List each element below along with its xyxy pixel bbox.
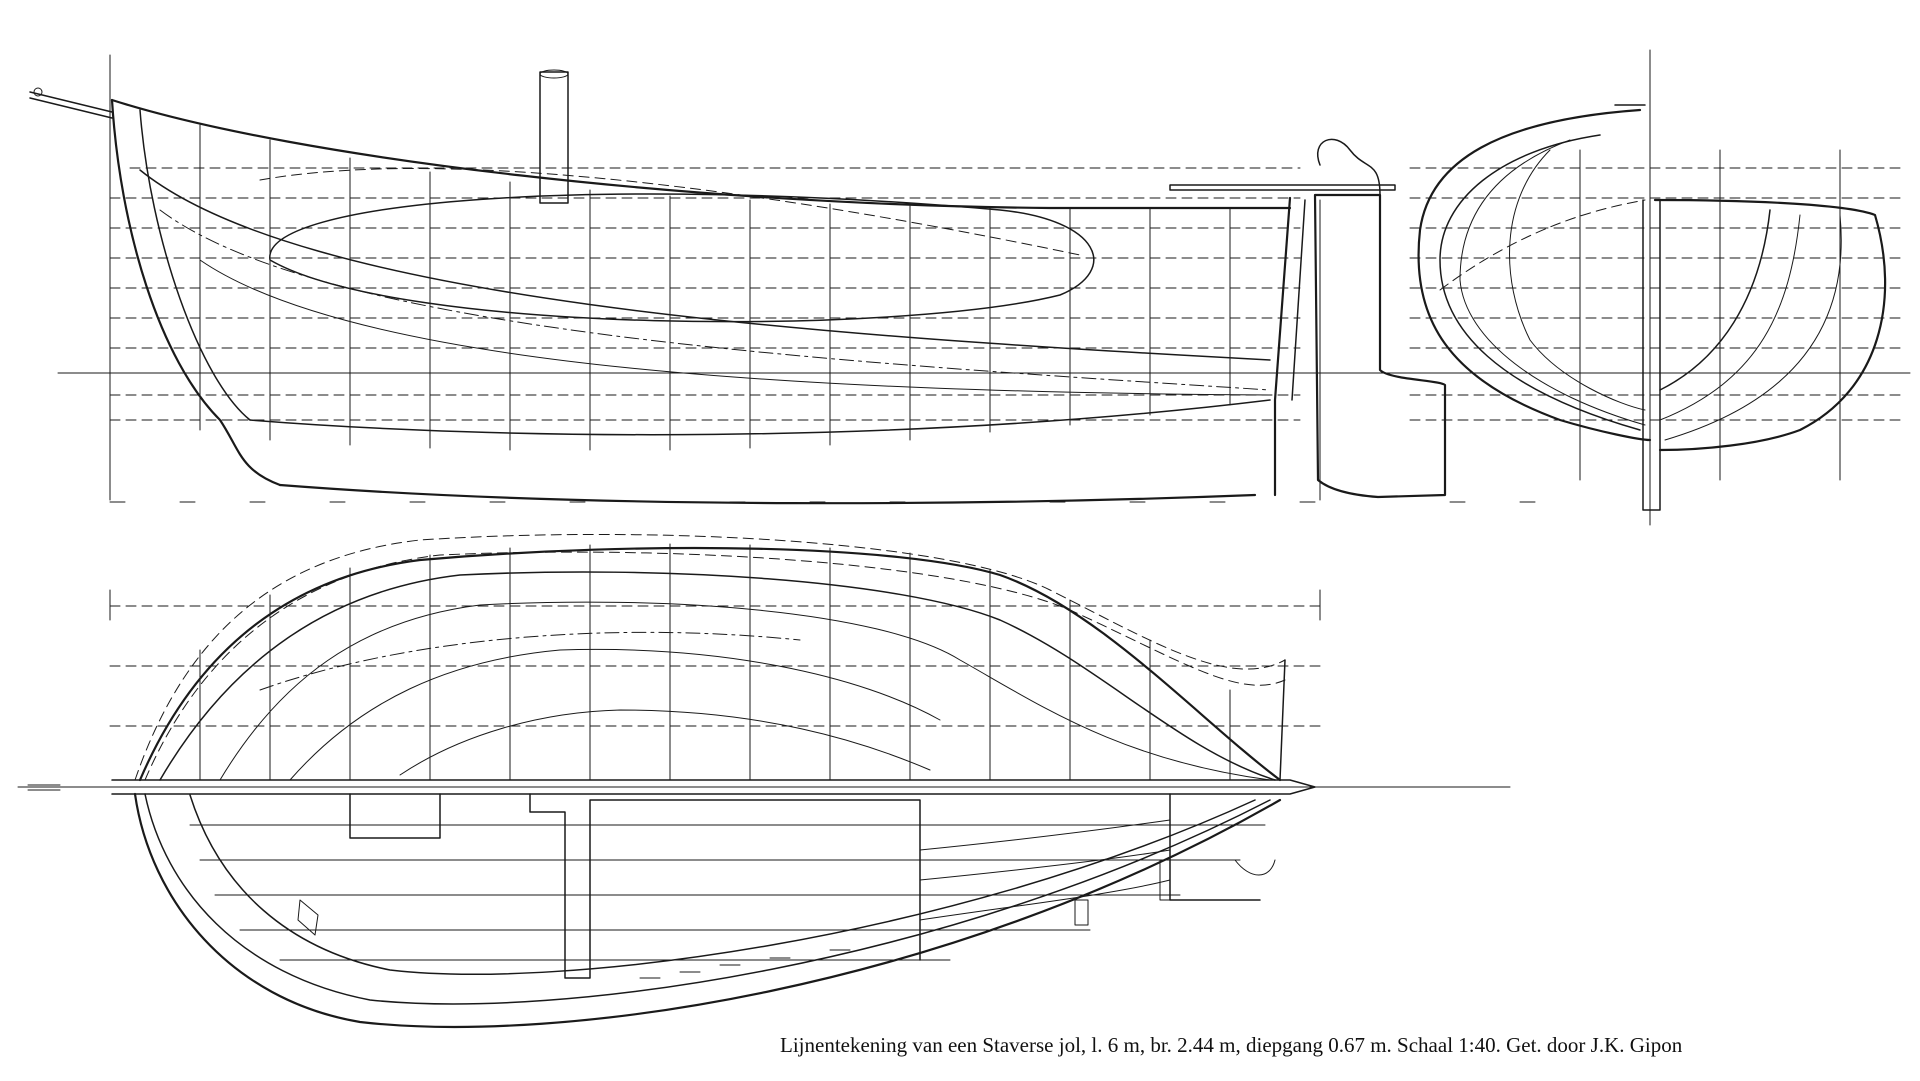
construction-thwart-block bbox=[349, 793, 441, 839]
profile-mast-top bbox=[539, 69, 569, 79]
construction-floor bbox=[1159, 859, 1171, 901]
profile-buttock-3 bbox=[199, 259, 1271, 396]
drawing-caption: Lijnentekening van een Staverse jol, l. … bbox=[780, 1033, 1683, 1057]
plan-deck-line bbox=[138, 546, 1282, 782]
construction-ceiling bbox=[189, 794, 1256, 975]
plan-waterline-4 bbox=[219, 601, 1271, 781]
body-plan-view bbox=[1409, 49, 1901, 526]
profile-rudder-head bbox=[1317, 138, 1381, 196]
construction-fittings bbox=[639, 949, 851, 979]
plan-transom bbox=[1279, 659, 1286, 781]
body-plan-aft-diagonal bbox=[1439, 199, 1646, 291]
plan-waterline-6 bbox=[399, 709, 931, 776]
profile-diagonal-1 bbox=[259, 168, 1081, 256]
plan-deck-strip bbox=[111, 779, 1316, 795]
profile-rabbet-line bbox=[249, 399, 1271, 436]
profile-tiller bbox=[1169, 184, 1396, 191]
body-plan-fore-outer bbox=[1653, 198, 1887, 452]
profile-view bbox=[29, 54, 1911, 505]
half-breadth-view bbox=[17, 533, 1511, 795]
profile-diagonal-loop bbox=[269, 193, 1095, 323]
profile-keel-line bbox=[278, 483, 1257, 505]
body-plan-keel bbox=[1642, 199, 1661, 511]
profile-bowsprit bbox=[29, 91, 113, 119]
construction-centerboard-case bbox=[529, 793, 921, 979]
construction-aft-bulkhead bbox=[1169, 793, 1261, 901]
plan-diagonal bbox=[259, 631, 801, 691]
plan-waterline-3 bbox=[159, 571, 1276, 781]
body-plan-aft-section-2 bbox=[1439, 134, 1641, 431]
construction-view bbox=[27, 784, 1282, 1028]
profile-transom bbox=[1273, 196, 1292, 497]
profile-transom-inner bbox=[1291, 199, 1306, 401]
construction-bow-fitting bbox=[27, 784, 61, 791]
profile-sheer-line bbox=[110, 98, 1292, 210]
profile-waterlines bbox=[109, 167, 1301, 421]
construction-planks bbox=[189, 824, 1266, 961]
construction-knee bbox=[297, 899, 319, 936]
plan-waterline-2 bbox=[144, 551, 1286, 781]
body-plan-aft-section-3 bbox=[1459, 139, 1646, 426]
profile-bowsprit-fitting bbox=[33, 87, 43, 97]
plan-stations bbox=[199, 543, 1231, 781]
profile-stem bbox=[110, 98, 282, 487]
profile-buttock-2 bbox=[159, 209, 1271, 391]
profile-rudder bbox=[1313, 193, 1447, 499]
plan-breadth-lines bbox=[109, 589, 1321, 727]
plan-waterline-1 bbox=[134, 533, 1286, 781]
construction-aft-planks bbox=[919, 819, 1171, 921]
profile-mast bbox=[539, 71, 569, 204]
profile-stem-inner bbox=[139, 109, 251, 421]
body-plan-fore-section-4 bbox=[1664, 214, 1842, 441]
construction-quarter-knee bbox=[1234, 859, 1276, 876]
plan-waterline-5 bbox=[289, 649, 941, 781]
construction-floor bbox=[1074, 899, 1089, 926]
construction-hull-outer bbox=[133, 792, 1282, 1028]
body-plan-waterlines bbox=[1409, 167, 1901, 421]
body-plan-fore-section-3 bbox=[1659, 214, 1801, 421]
body-plan-aft-section-4 bbox=[1509, 149, 1646, 411]
body-plan-fore-section-2 bbox=[1659, 209, 1771, 391]
body-plan-aft-outer bbox=[1417, 108, 1652, 442]
profile-stations bbox=[199, 124, 1231, 451]
